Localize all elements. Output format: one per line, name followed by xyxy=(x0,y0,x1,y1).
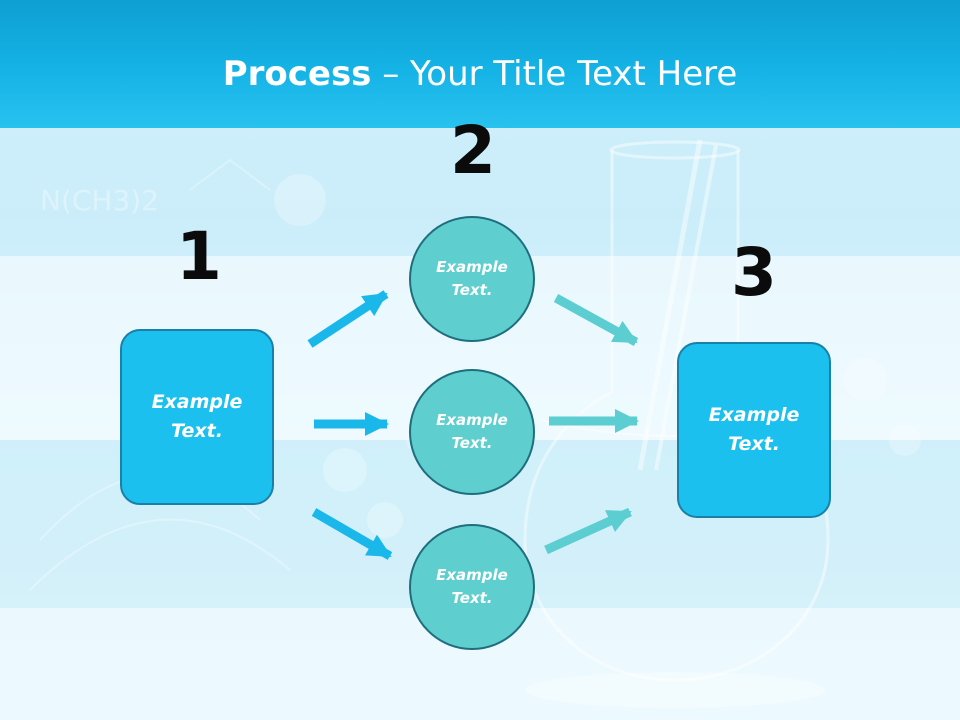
arrow-to-circle-top xyxy=(307,290,389,348)
title-strong: Process xyxy=(222,54,372,94)
circle-bottom-text: Example Text. xyxy=(436,566,508,607)
step-number-3: 3 xyxy=(731,234,777,311)
step-3-text: Example Text. xyxy=(708,404,800,455)
circle-bottom: Example Text. xyxy=(409,524,535,650)
step-1-text: Example Text. xyxy=(151,391,243,442)
step-1-box: Example Text. xyxy=(120,329,274,505)
arrow-from-circle-top xyxy=(553,294,639,346)
arrow-from-circle-bottom xyxy=(544,507,632,555)
slide-title: Process – Your Title Text Here xyxy=(0,52,960,96)
circle-top: Example Text. xyxy=(409,216,535,342)
title-bar xyxy=(0,0,960,128)
background-label: N(CH3)2 xyxy=(40,184,159,217)
circle-top-text: Example Text. xyxy=(436,258,508,299)
circle-middle: Example Text. xyxy=(409,369,535,495)
step-3-box: Example Text. xyxy=(677,342,831,518)
step-number-1: 1 xyxy=(176,218,222,295)
arrow-to-circle-bottom xyxy=(311,508,393,560)
circle-middle-text: Example Text. xyxy=(436,411,508,452)
step-number-2: 2 xyxy=(450,112,496,189)
title-rest: – Your Title Text Here xyxy=(371,54,738,94)
